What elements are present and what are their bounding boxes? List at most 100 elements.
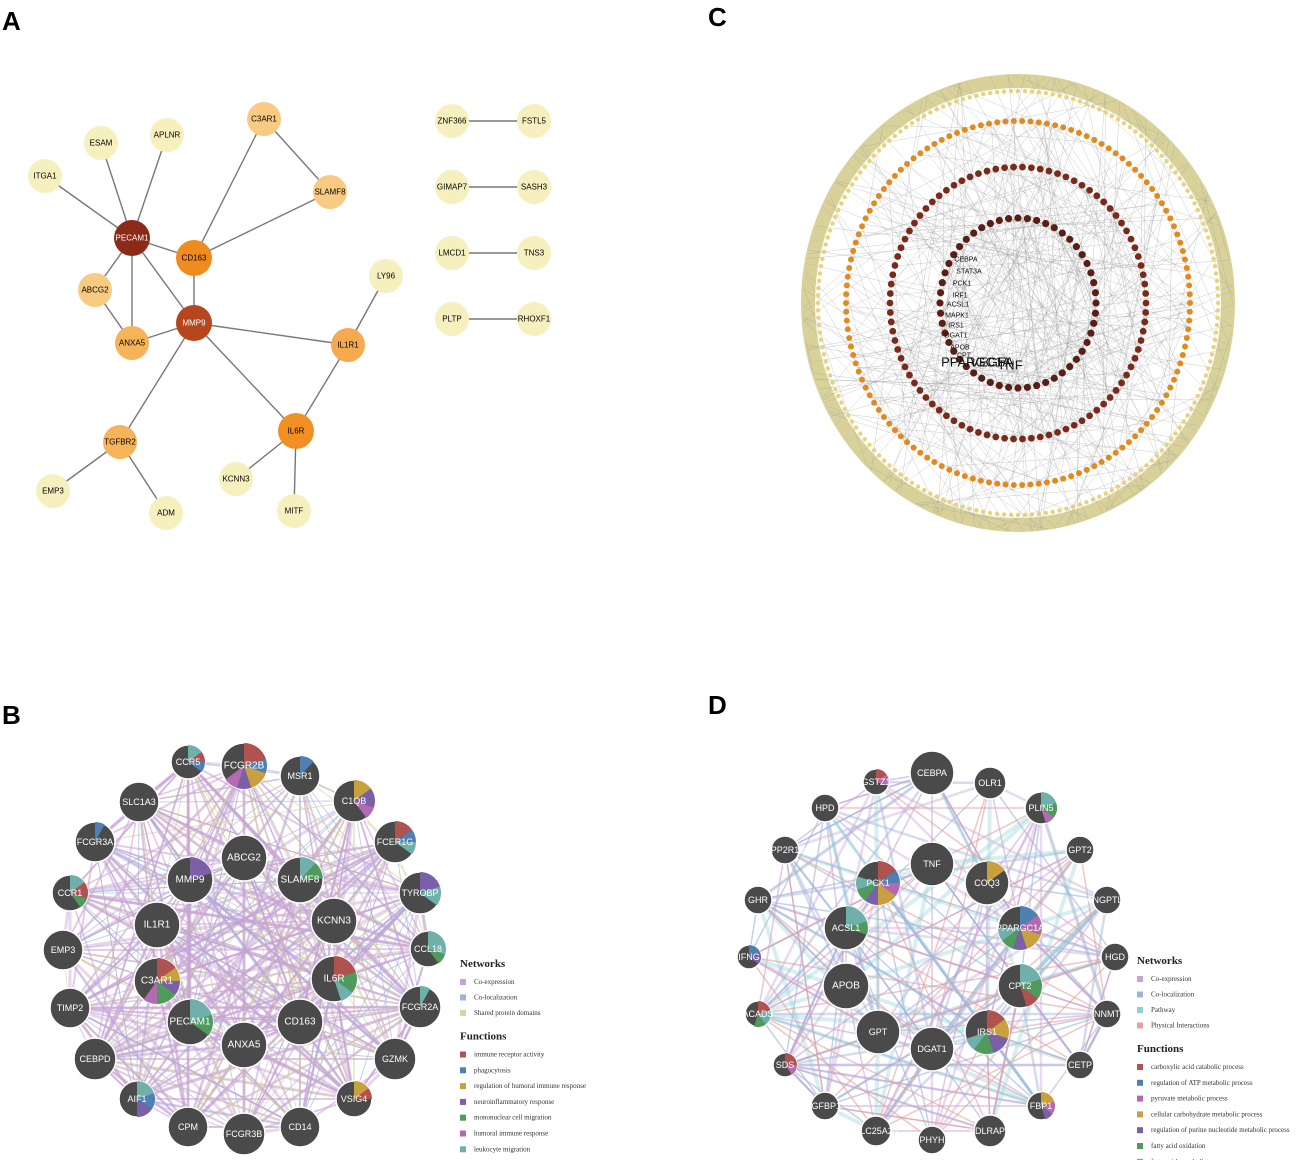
ring-node (850, 247, 857, 254)
ring-node (818, 263, 824, 269)
ring-node (1144, 463, 1149, 468)
ring-node (891, 262, 899, 269)
edge (756, 772, 934, 1015)
ring-node (823, 359, 828, 364)
edge (1039, 807, 1109, 1015)
ring-node (931, 140, 938, 147)
node-label: LDLRAP1 (970, 1126, 1010, 1136)
ring-node (827, 228, 833, 233)
edge (136, 1021, 301, 1100)
legend-function-item: carboxylic acid catabolic process (1151, 1063, 1244, 1071)
node-label: PECAM1 (169, 1017, 211, 1028)
pie-slice (334, 956, 356, 979)
ring-node (1215, 286, 1220, 291)
ring-node (916, 212, 924, 219)
edge (243, 765, 429, 950)
ring-node (897, 166, 904, 173)
ring-node (958, 177, 966, 185)
ring-node (1090, 279, 1098, 287)
legend-swatch (460, 1010, 466, 1016)
edge (757, 849, 1081, 1015)
ring-node (891, 337, 899, 344)
pie-slice (1041, 1092, 1055, 1106)
node-circle (435, 170, 469, 204)
edge (757, 1013, 933, 1141)
node-label: CD163 (284, 1017, 316, 1028)
edge (69, 948, 429, 1009)
ring-node (1043, 510, 1049, 516)
ring-node (846, 413, 851, 418)
node-circle (810, 793, 840, 823)
ring-node (1098, 459, 1105, 466)
ring-node (992, 165, 1000, 173)
edge (876, 882, 1043, 1107)
ring-node (1203, 228, 1209, 233)
ring-node (956, 355, 964, 363)
pie-slice (420, 986, 431, 1007)
ring-node (1159, 448, 1165, 453)
ring-node (891, 172, 898, 179)
ring-node (1118, 379, 1125, 387)
edge (156, 878, 301, 983)
ring-node (1057, 93, 1062, 98)
node-cpt2: CPT2 (997, 963, 1043, 1009)
ring-node (821, 249, 827, 254)
ring-node (1177, 239, 1184, 246)
pie-slice (878, 861, 896, 883)
ring-node (815, 300, 821, 306)
node-label: KCNN3 (222, 475, 250, 484)
pie-slice (856, 876, 878, 890)
pie-slice (1020, 964, 1041, 986)
ring-node (1014, 384, 1022, 392)
legend-functions-title: Functions (460, 1031, 507, 1043)
ring-node (1091, 289, 1100, 297)
ring-node (843, 282, 850, 289)
ring-node (906, 371, 913, 379)
node-label: MMP9 (182, 319, 206, 328)
edge (845, 985, 877, 1132)
ring-node (846, 334, 853, 341)
node-fbp1: FBP1 (1026, 1091, 1056, 1121)
ring-node (1139, 327, 1147, 335)
edge (94, 841, 335, 980)
ring-node (954, 470, 961, 477)
ring-node (1002, 481, 1009, 488)
node-circle (1065, 835, 1095, 865)
edge (187, 1006, 421, 1128)
ring-node (921, 113, 927, 119)
pie-slice (70, 875, 85, 893)
ring-node (1015, 512, 1021, 518)
pie-slice (395, 829, 416, 842)
legend-swatch (460, 1146, 466, 1153)
ring-node (871, 200, 878, 207)
ring-node (941, 269, 949, 277)
pie-slice (998, 928, 1020, 941)
core-label-cpt: CPT (957, 353, 972, 360)
node-fcgr2b: FCGR2B (220, 742, 268, 790)
ring-node (946, 466, 953, 473)
node-label: CEBPD (79, 1054, 111, 1064)
ring-node (1170, 376, 1177, 383)
node-il6r: IL6R (278, 413, 314, 449)
ring-node (1179, 247, 1186, 254)
ring-node (1139, 271, 1147, 279)
node-label: TYROBP (401, 888, 438, 898)
ring-node (940, 497, 946, 502)
node-label: CETP (1068, 1060, 1092, 1070)
node-label: DGAT1 (917, 1044, 946, 1054)
edge (69, 857, 245, 894)
ring-node (1169, 437, 1174, 442)
node-label: TNS3 (524, 249, 545, 258)
ring-node (894, 253, 902, 260)
ring-node (1035, 480, 1042, 487)
edge (353, 800, 421, 1008)
ring-node (1022, 512, 1028, 518)
ring-node (820, 256, 825, 262)
pie-slice (244, 758, 267, 774)
ring-node (859, 376, 866, 383)
ring-node (938, 463, 945, 470)
ring-node (1214, 278, 1220, 284)
legend-swatch (460, 1083, 466, 1090)
ring-node (1173, 431, 1178, 436)
edge (824, 927, 847, 1107)
